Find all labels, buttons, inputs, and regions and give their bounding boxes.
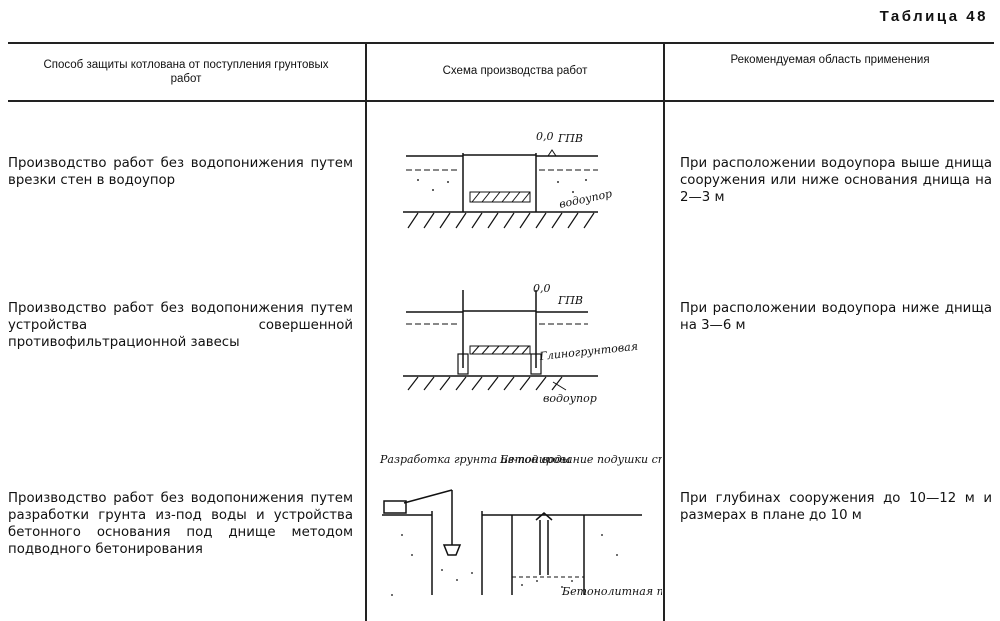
scheme-2-label-curtain: Глиногрунтовая завеса: [538, 335, 638, 363]
scheme-3-label-concreting: Бетонирование подушки способом подводног…: [499, 453, 662, 466]
row-2-application: При расположении водоупора ниже днища на…: [680, 301, 992, 333]
header-application: Рекомендуемая область применения: [730, 54, 930, 66]
scheme-1-label-aquiclude: водоупор: [558, 187, 613, 211]
header-top-rule: [8, 42, 994, 44]
row-1-method: Производство работ без водопонижения пут…: [8, 156, 353, 188]
row-1-application: При расположении водоупора выше днища со…: [680, 156, 992, 205]
scheme-3-label-excavation: Разработка грунта из-под воды: [379, 453, 571, 466]
scheme-1-diagram: 0,0 ГПВ водоупор: [403, 130, 613, 229]
scheme-2-label-zero: 0,0: [533, 282, 551, 295]
column-divider-1: [365, 42, 367, 621]
scheme-3-diagram: Разработка грунта из-под воды Бетонирова…: [379, 453, 662, 598]
scheme-2-diagram: 0,0 ГПВ Глиногрунтовая завеса водоупор: [403, 282, 638, 405]
scheme-2-label-aquiclude: водоупор: [543, 392, 597, 405]
column-divider-2: [663, 42, 665, 621]
scheme-3-label-tremie: Бетонолитная труба: [561, 585, 662, 598]
header-bottom-rule: [8, 100, 994, 102]
scheme-1-label-gpv: ГПВ: [557, 132, 583, 145]
row-3-method: Производство работ без водопонижения пут…: [8, 491, 353, 557]
scheme-2-label-gpv: ГПВ: [557, 294, 583, 307]
header-method: Способ защиты котлована от поступления г…: [43, 59, 329, 85]
header-scheme: Схема производства работ: [442, 65, 588, 77]
table-title: Таблица 48: [879, 8, 988, 25]
scheme-1-label-zero: 0,0: [536, 130, 554, 143]
row-3-application: При глубинах сооружения до 10—12 м и раз…: [680, 491, 992, 523]
row-2-method: Производство работ без водопонижения пут…: [8, 301, 353, 350]
